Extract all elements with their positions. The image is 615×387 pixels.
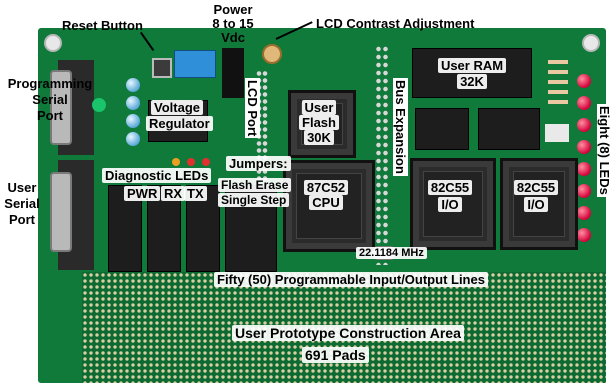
lcd-port-label: LCD Port <box>245 78 260 139</box>
voltage-regulator-label-line-2: Regulator <box>146 116 213 131</box>
reset-button[interactable] <box>152 58 172 78</box>
user-flash-label-line-1: User <box>296 100 342 115</box>
eight-leds-label: Eight (8) LEDs <box>597 104 612 197</box>
diagnostic-leds-label: Diagnostic LEDs <box>102 168 212 183</box>
single-step-label: Single Step <box>218 193 290 208</box>
pwr-label: PWR <box>124 186 161 201</box>
user-led-7 <box>577 206 591 220</box>
programming-serial-connector <box>50 70 72 145</box>
user-led-3 <box>577 118 591 132</box>
user-led-5 <box>577 162 591 176</box>
programming-serial-label-line-2: Serial <box>32 92 68 107</box>
capacitor-2 <box>126 96 140 110</box>
capacitor-4 <box>126 132 140 146</box>
pads-label: 691 Pads <box>302 347 369 363</box>
mounting-hole-top-right <box>582 34 600 52</box>
mounting-hole-top-left <box>44 34 62 52</box>
chip-socket <box>545 124 569 142</box>
rx-led <box>187 158 195 166</box>
programming-serial-label-line-3: Port <box>37 108 63 123</box>
power-label-line-3: Vdc <box>221 30 245 45</box>
resistor-3 <box>548 80 568 84</box>
user-led-1 <box>577 74 591 88</box>
bus-expansion-header <box>375 45 389 265</box>
voltage-regulator-label-line-1: Voltage <box>148 100 206 115</box>
contrast-potentiometer <box>262 44 282 64</box>
logic-chip-2 <box>478 108 540 150</box>
capacitor-1 <box>126 78 140 92</box>
io-chip-2-label-line-1: 82C55 <box>506 180 566 195</box>
user-flash-label-line-3: 30K <box>296 130 342 145</box>
io-chip-1-label-line-2: I/O <box>420 197 480 212</box>
resistor-5 <box>548 100 568 104</box>
capacitor-3 <box>126 114 140 128</box>
tx-led <box>202 158 210 166</box>
user-serial-label-line-1: User <box>7 180 37 195</box>
proto-area-label: User Prototype Construction Area <box>232 325 464 341</box>
rx-label: RX <box>161 186 186 201</box>
user-ram-label-line-2: 32K <box>420 74 524 89</box>
io-lines-label: Fifty (50) Programmable Input/Output Lin… <box>214 272 488 287</box>
power-jack <box>222 48 244 98</box>
tx-label: TX <box>184 186 207 201</box>
reset-button-label: Reset Button <box>62 18 143 33</box>
crystal-label: 22.1184 MHz <box>356 246 427 261</box>
bus-expansion-label: Bus Expansion <box>393 78 408 176</box>
user-led-2 <box>577 96 591 110</box>
resistor-1 <box>548 60 568 64</box>
power-label-line-2: 8 to 15 <box>212 16 254 31</box>
user-led-6 <box>577 184 591 198</box>
pwr-led <box>172 158 180 166</box>
jumpers-label: Jumpers: <box>226 156 291 171</box>
cpu-label-line-2: CPU <box>297 195 355 210</box>
user-led-4 <box>577 140 591 154</box>
resistor-4 <box>548 90 568 94</box>
io-chip-2-label-line-2: I/O <box>506 197 566 212</box>
resistor-2 <box>548 70 568 74</box>
user-serial-connector <box>50 172 72 252</box>
programming-serial-label-line-1: Programming <box>7 76 93 91</box>
power-terminal-block <box>174 50 216 78</box>
power-label-line-1: Power <box>213 2 253 17</box>
lcd-contrast-label: LCD Contrast Adjustment <box>316 16 475 31</box>
user-ram-label-line-1: User RAM <box>420 58 524 73</box>
user-serial-label-line-3: Port <box>9 212 35 227</box>
user-led-8 <box>577 228 591 242</box>
user-ram-chip <box>412 48 532 98</box>
green-indicator-led <box>92 98 106 112</box>
logic-chip-1 <box>415 108 469 150</box>
user-flash-label-line-2: Flash <box>296 115 342 130</box>
cpu-label-line-1: 87C52 <box>297 180 355 195</box>
io-chip-1-label-line-1: 82C55 <box>420 180 480 195</box>
flash-erase-label: Flash Erase <box>218 178 292 193</box>
user-serial-label-line-2: Serial <box>4 196 40 211</box>
